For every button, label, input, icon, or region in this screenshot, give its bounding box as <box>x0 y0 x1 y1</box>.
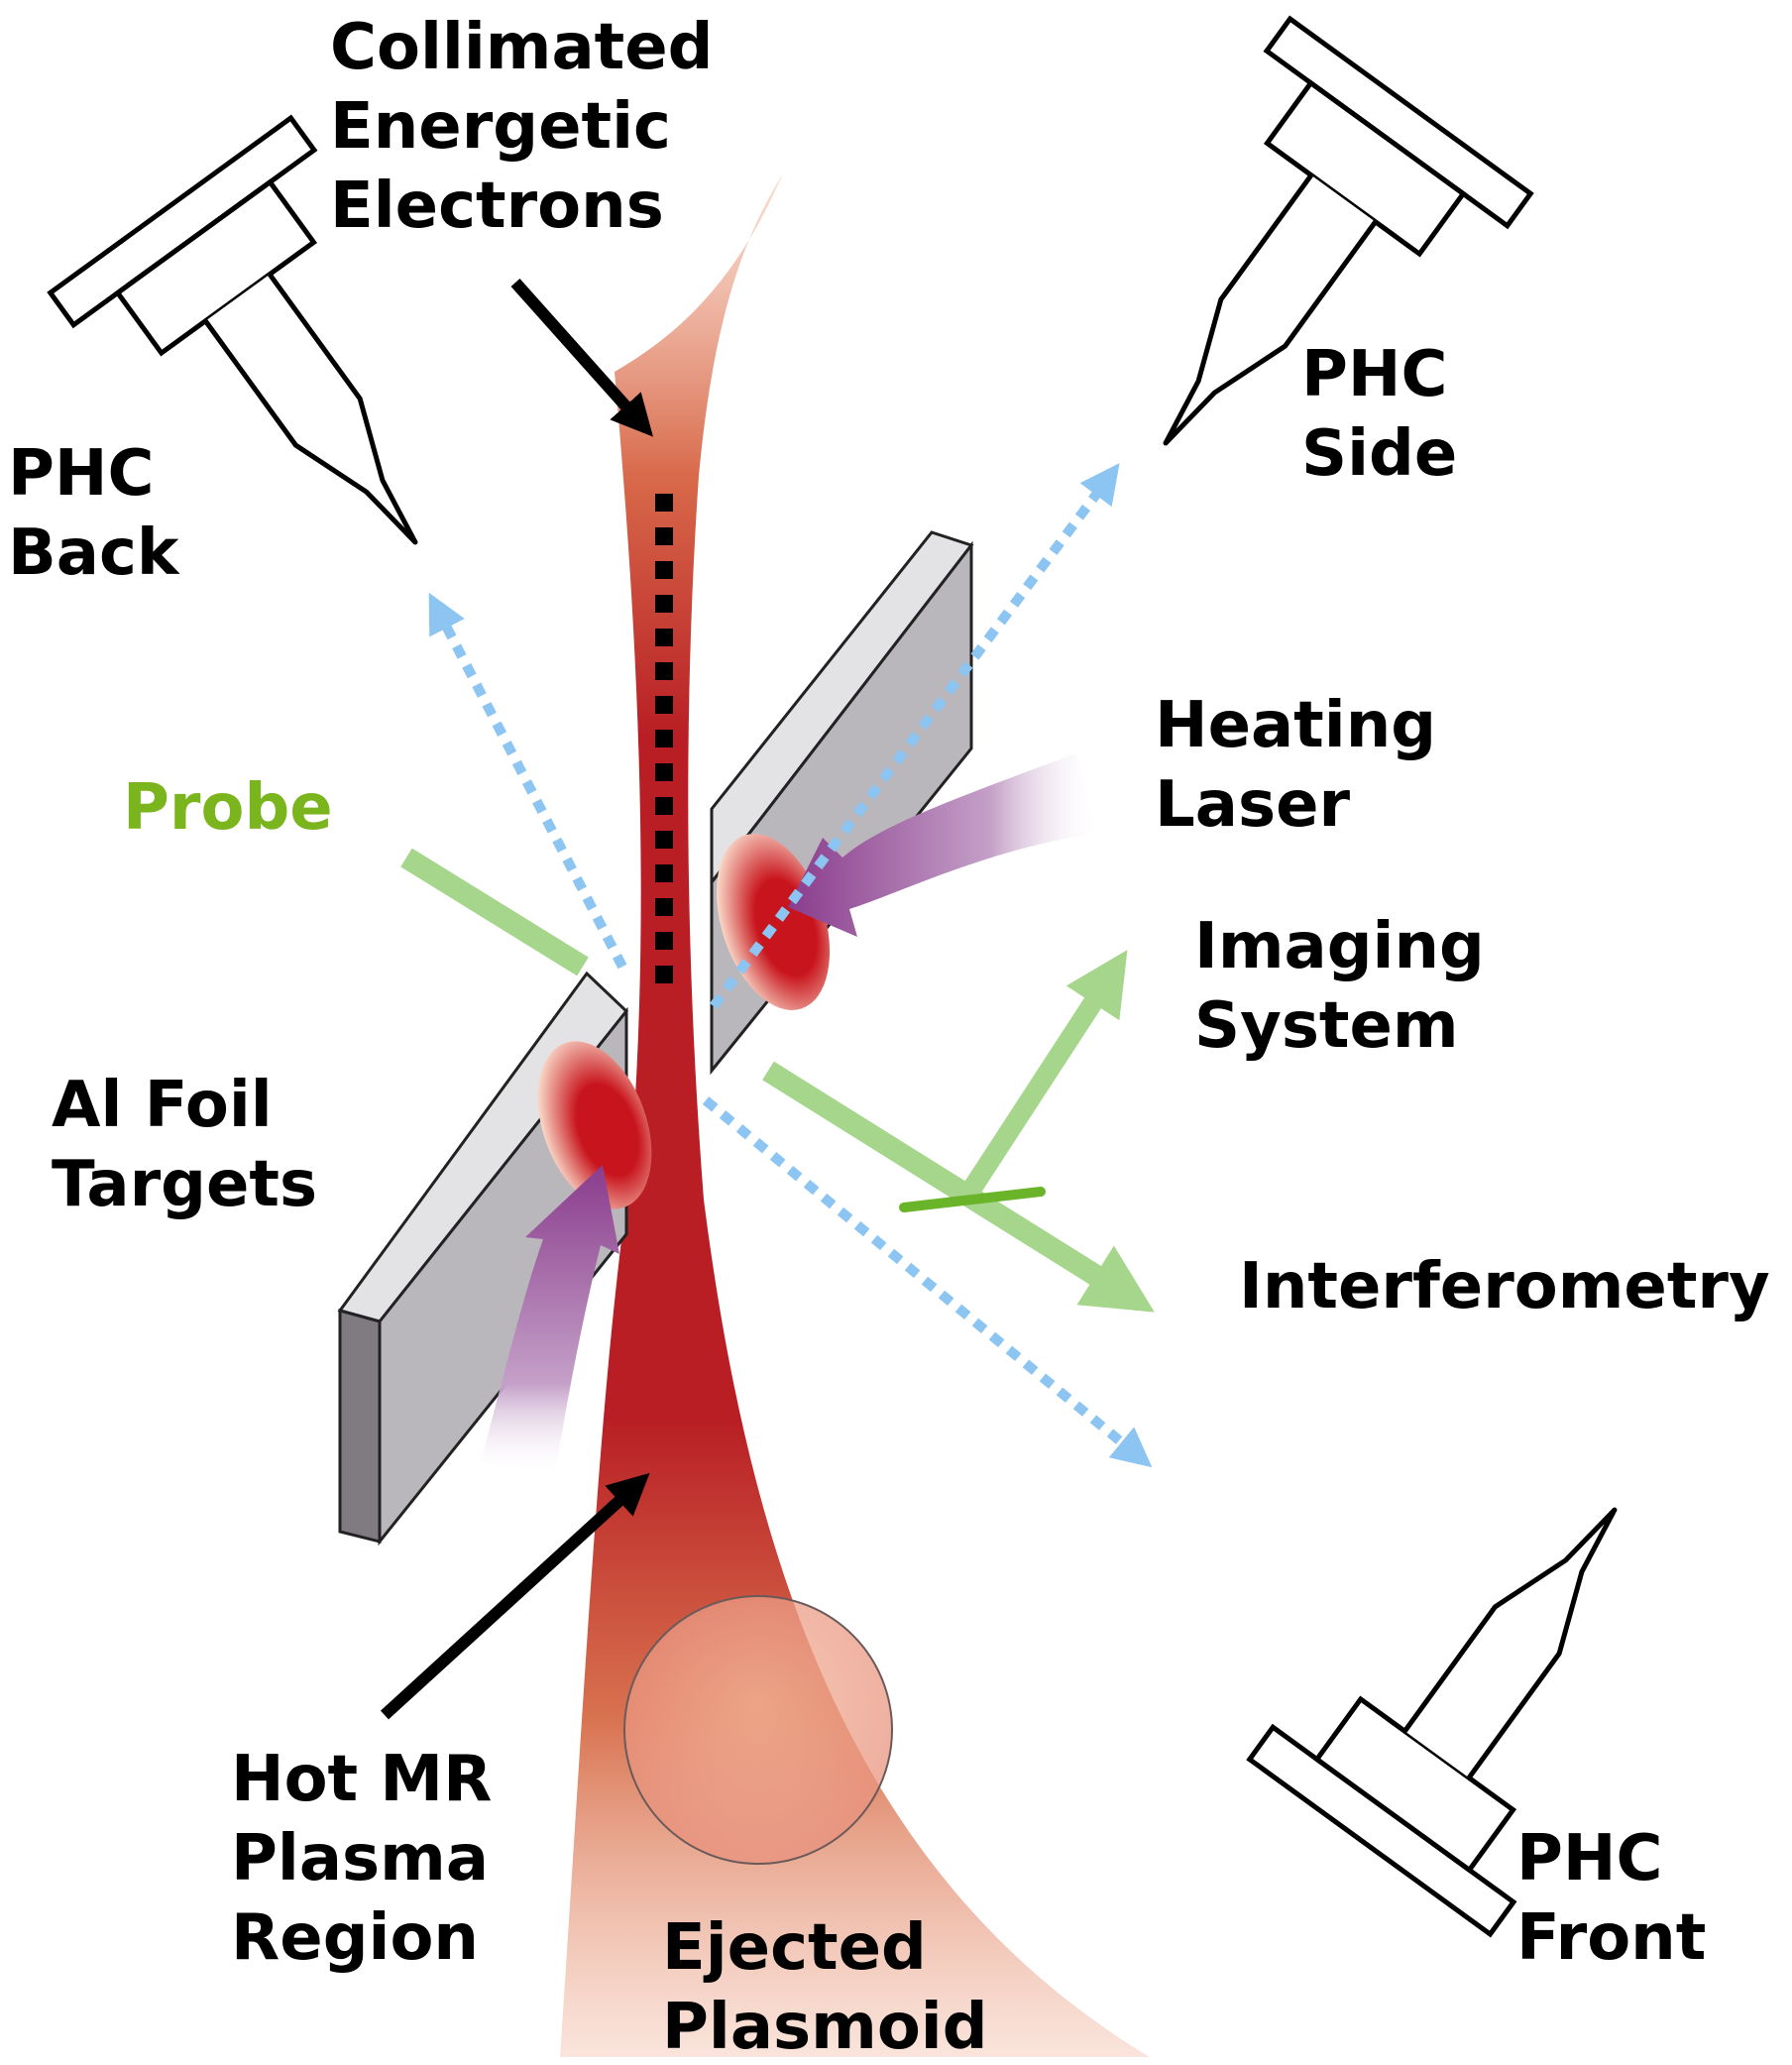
label-phc-side: PHC Side <box>1301 335 1457 494</box>
label-hot-mr-plasma-region: Hot MR Plasma Region <box>231 1740 492 1978</box>
label-line: Interferometry <box>1239 1250 1770 1323</box>
xray-path-back <box>428 592 627 970</box>
label-line: Laser <box>1155 768 1351 842</box>
label-probe: Probe <box>123 768 333 848</box>
heating-laser-left <box>481 1165 619 1477</box>
label-line: Hot MR <box>231 1743 493 1816</box>
label-phc-back: PHC Back <box>8 434 178 593</box>
probe-beam <box>400 848 589 976</box>
label-line: PHC <box>8 437 155 511</box>
label-line: Front <box>1516 1901 1707 1975</box>
label-al-foil-targets: Al Foil Targets <box>52 1066 317 1224</box>
label-heating-laser: Heating Laser <box>1155 686 1436 845</box>
imaging-system-beam <box>962 950 1128 1196</box>
heating-spot-lower <box>537 1041 652 1209</box>
label-collimated-electrons: Collimated Energetic Electrons <box>330 8 713 246</box>
ejected-plasmoid <box>623 1595 893 1865</box>
collimated-electrons-arrow <box>510 279 653 437</box>
label-line: PHC <box>1301 338 1448 411</box>
label-line: Side <box>1301 417 1458 491</box>
xray-path-side <box>709 463 1120 1009</box>
label-line: Energetic <box>330 90 671 164</box>
phc-back-camera <box>47 114 418 545</box>
al-foil-target-upper <box>710 530 974 1076</box>
label-line: Ejected <box>662 1911 927 1985</box>
hot-mr-region-arrow <box>380 1472 650 1720</box>
label-line: Imaging <box>1194 910 1485 983</box>
probe-beam-transmitted <box>762 1061 1155 1313</box>
label-line: Back <box>8 516 179 590</box>
label-imaging-system: Imaging System <box>1194 907 1485 1066</box>
xray-path-front <box>702 1096 1153 1468</box>
label-line: System <box>1194 989 1459 1063</box>
label-ejected-plasmoid: Ejected Plasmoid <box>662 1908 988 2065</box>
beam-splitter <box>899 1187 1046 1212</box>
label-interferometry: Interferometry <box>1239 1247 1770 1326</box>
phc-side-camera <box>1163 15 1534 446</box>
label-phc-front: PHC Front <box>1516 1819 1706 1978</box>
label-line: Al Foil <box>52 1069 273 1142</box>
plasma-current-sheet <box>560 173 1150 2057</box>
label-line: Electrons <box>330 170 664 243</box>
label-line: PHC <box>1516 1822 1663 1895</box>
phc-front-camera <box>1246 1507 1618 1938</box>
heating-laser-right <box>788 753 1100 937</box>
label-line: Region <box>231 1901 479 1975</box>
label-line: Heating <box>1155 689 1437 762</box>
label-line: Probe <box>123 771 333 845</box>
label-line: Targets <box>52 1148 318 1221</box>
label-line: Collimated <box>330 11 714 84</box>
label-line: Plasmoid <box>662 1991 988 2064</box>
label-line: Plasma <box>231 1822 489 1895</box>
